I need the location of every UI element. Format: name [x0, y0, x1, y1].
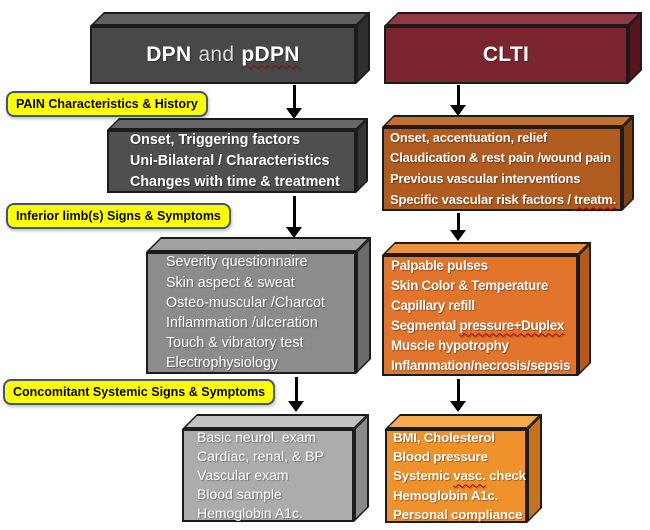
list-item: Onset, accentuation, relief: [390, 129, 548, 145]
list-item: Capillary refill: [391, 297, 475, 313]
list-item: Inflammation/necrosis/sepsis: [391, 357, 571, 373]
list-item: Blood sample: [197, 486, 282, 502]
arrow-stem: [292, 196, 296, 230]
list-item: Uni-Bilateral / Characteristics: [130, 153, 330, 169]
box-side-face: [356, 237, 371, 374]
list-item: Skin aspect & sweat: [166, 274, 295, 291]
arrow-head-icon: [288, 401, 304, 412]
box-top-face: [382, 242, 591, 255]
list-item: Palpable pulses: [391, 257, 488, 273]
arrow-stem: [456, 85, 460, 108]
flow-arrow-clti-2: [450, 213, 466, 241]
dpn-title-bold: DPN: [146, 43, 192, 66]
arrow-stem: [456, 379, 460, 404]
box-top-face: [90, 12, 370, 26]
arrow-head-icon: [450, 401, 466, 412]
box-side-face: [622, 115, 634, 211]
arrow-stem: [292, 85, 296, 111]
list-item: Changes with time & treatment: [130, 174, 340, 190]
list-item: Basic neurol. exam: [197, 429, 317, 445]
list-item: Skin Color & Temperature: [391, 277, 548, 293]
list-item: Segmental pressure+Duplex: [391, 317, 564, 333]
dpn-systemic-box: Basic neurol. exam Cardiac, renal, & BP …: [182, 414, 369, 522]
dpn-limb-signs-box: Severity questionnaire Skin aspect & swe…: [146, 237, 371, 374]
box-side-face: [527, 414, 542, 523]
list-item: Claudication & rest pain /wound pain: [390, 150, 612, 166]
list-item: Osteo-muscular /Charcot: [166, 294, 325, 311]
list-item: Blood pressure: [393, 449, 488, 465]
clti-limb-signs-box: Palpable pulses Skin Color & Temperature…: [382, 242, 591, 376]
clti-systemic-box: BMI, Cholesterol Blood pressure Systemic…: [385, 414, 542, 523]
arrow-head-icon: [450, 105, 466, 116]
box-top-face: [384, 12, 642, 26]
dpn-title-and: and: [198, 43, 235, 66]
arrow-stem: [294, 377, 298, 404]
box-top-face: [146, 237, 371, 252]
clti-header-box: CLTI: [384, 12, 642, 84]
stage-label-systemic-signs: Concomitant Systemic Signs & Symptoms: [3, 379, 276, 405]
list-item: Onset, Triggering factors: [130, 132, 301, 148]
flow-arrow-clti-1: [450, 85, 466, 116]
stage-label-pain-history: PAIN Characteristics & History: [6, 91, 208, 117]
list-item: Personal compliance: [393, 506, 523, 522]
flow-arrow-clti-3: [450, 379, 466, 412]
list-item: Inflammation /ulceration: [166, 315, 318, 331]
box-top-face: [107, 118, 368, 130]
arrow-head-icon: [286, 108, 302, 119]
box-top-face: [385, 414, 542, 429]
list-item: Touch & vibratory test: [166, 335, 304, 352]
list-item: Hemoglobin A1c.: [393, 487, 499, 503]
list-item: Specific vascular risk factors / treatm.: [390, 191, 617, 207]
spellcheck-word: vasc.: [453, 468, 486, 484]
flow-arrow-dpn-3: [288, 377, 304, 412]
arrow-head-icon: [286, 227, 302, 238]
box-side-face: [356, 12, 370, 84]
spellcheck-word: pressure+Duplex: [459, 317, 564, 333]
flow-arrow-dpn-2: [286, 196, 302, 238]
dpn-history-box: Onset, Triggering factors Uni-Bilateral …: [107, 118, 368, 193]
box-side-face: [578, 242, 591, 376]
arrow-head-icon: [450, 230, 466, 241]
flow-arrow-dpn-1: [286, 85, 302, 119]
stage-label-limb-signs: Inferior limb(s) Signs & Symptoms: [6, 203, 231, 229]
box-side-face: [354, 414, 369, 522]
list-item: Previous vascular interventions: [390, 171, 581, 186]
clti-history-box: Onset, accentuation, relief Claudication…: [382, 115, 634, 211]
spellcheck-word: treatm.: [574, 191, 617, 207]
list-item: Severity questionnaire: [166, 254, 308, 271]
arrow-stem: [456, 213, 460, 233]
list-item: Muscle hypotrophy: [391, 337, 509, 353]
list-item: Vascular exam: [197, 467, 289, 483]
list-item: Electrophysiology: [166, 355, 279, 372]
clti-header-title: CLTI: [482, 43, 530, 66]
list-item: BMI, Cholesterol: [393, 430, 495, 445]
box-side-face: [356, 118, 368, 193]
list-item: Cardiac, renal, & BP: [197, 448, 324, 464]
list-item: Systemic vasc. check: [393, 468, 526, 484]
list-item: Hemoglobin A1c.: [197, 505, 303, 521]
box-top-face: [182, 414, 369, 429]
pdpn-title-bold: pDPN: [241, 43, 300, 66]
box-top-face: [382, 115, 634, 127]
box-side-face: [628, 12, 642, 84]
